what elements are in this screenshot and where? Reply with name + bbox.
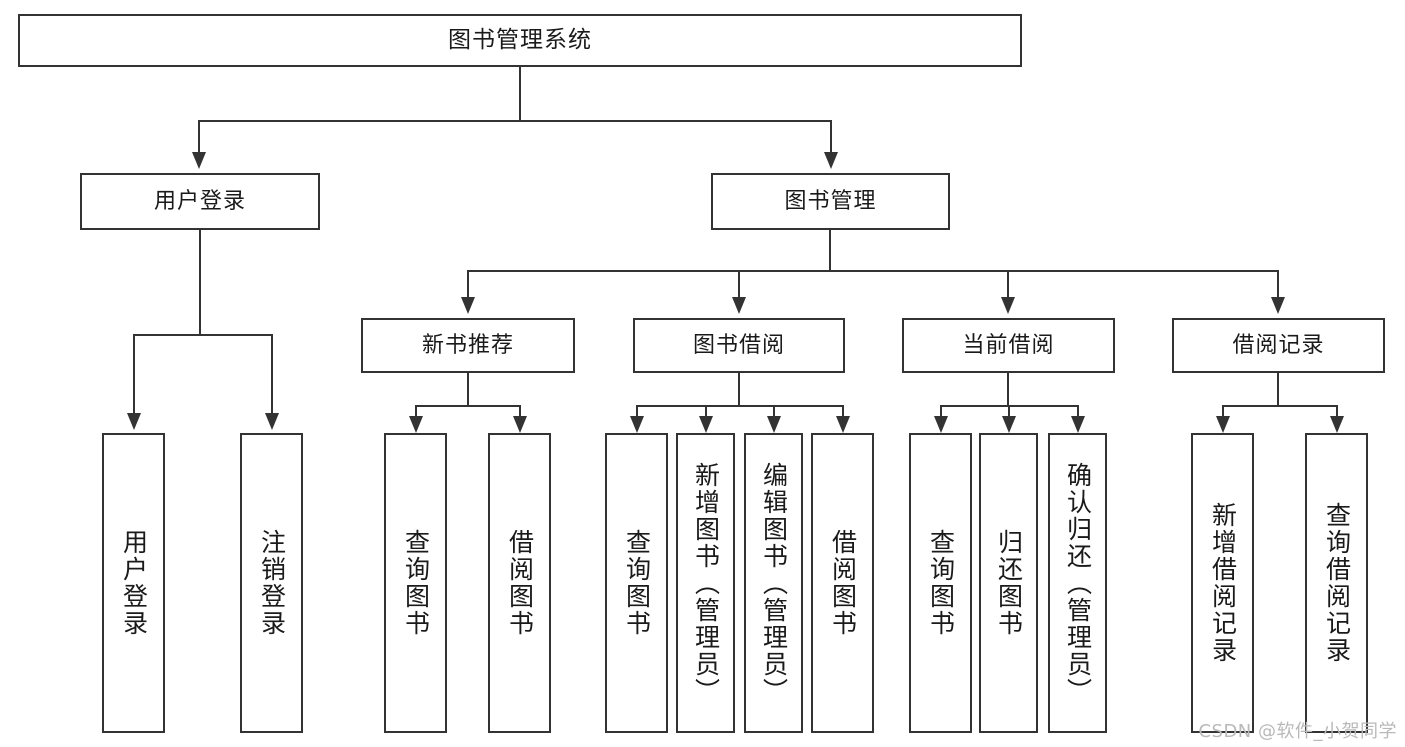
node-root-system[interactable]: 图书管理系统 [18,14,1022,67]
node-leaf-add-book[interactable]: 新增图书（管理员） [676,433,735,733]
arrowhead-leaf-query-book-1 [409,416,423,433]
node-label: 用户登录 [153,188,246,214]
node-label: 注销登录 [257,529,287,637]
arrowhead-current-borrow [1001,297,1015,314]
arrowhead-user-login [192,152,206,169]
connector-bm-drop-1 [467,270,469,300]
arrowhead-new-book-recommend [461,297,475,314]
node-label: 新增借阅记录 [1208,502,1238,664]
connector-user-login-drop-2 [271,334,273,416]
connector-root-bus [198,120,832,122]
connector-cb-stem [1007,373,1009,407]
arrowhead-leaf-edit-book [767,416,781,433]
connector-nbr-drop-2 [519,405,521,419]
node-leaf-return-book[interactable]: 归还图书 [979,433,1038,733]
connector-br-stem [1277,373,1279,407]
connector-root-stem [519,67,521,122]
node-label: 借阅图书 [505,529,535,637]
connector-user-login-drop-1 [133,334,135,416]
node-label: 图书管理系统 [448,27,592,54]
node-branch-user-login[interactable]: 用户登录 [80,173,320,230]
node-label: 查询图书 [622,529,652,637]
node-label: 当前借阅 [962,332,1055,358]
node-branch-book-management[interactable]: 图书管理 [711,173,950,230]
node-subbranch-current-borrow[interactable]: 当前借阅 [902,318,1115,373]
arrowhead-book-management [824,152,838,169]
node-label: 借阅记录 [1232,332,1325,358]
node-label: 新书推荐 [421,332,514,358]
connector-cb-drop-2 [1008,405,1010,419]
arrowhead-leaf-return-book [1002,416,1016,433]
connector-root-to-user-login [198,120,200,155]
connector-bm-drop-2 [738,270,740,300]
connector-bb-bus [636,405,842,407]
node-leaf-borrow-book-2[interactable]: 借阅图书 [811,433,874,733]
node-leaf-edit-book[interactable]: 编辑图书（管理员） [744,433,803,733]
arrowhead-leaf-borrow-book-1 [513,416,527,433]
node-leaf-query-book-3[interactable]: 查询图书 [909,433,972,733]
node-leaf-borrow-book-1[interactable]: 借阅图书 [488,433,551,733]
connector-bm-drop-4 [1277,270,1279,300]
node-subbranch-book-borrow[interactable]: 图书借阅 [633,318,845,373]
node-label: 归还图书 [994,529,1024,637]
arrowhead-borrow-record [1271,297,1285,314]
node-leaf-query-book-2[interactable]: 查询图书 [605,433,668,733]
node-label: 借阅图书 [828,529,858,637]
node-label: 查询图书 [401,529,431,637]
connector-br-drop-2 [1336,405,1338,419]
node-leaf-query-borrow-record[interactable]: 查询借阅记录 [1305,433,1368,733]
connector-nbr-drop-1 [415,405,417,419]
connector-bm-drop-3 [1007,270,1009,300]
connector-br-bus [1222,405,1336,407]
connector-bb-stem [738,373,740,407]
arrowhead-leaf-query-book-3 [934,416,948,433]
connector-book-management-bus [467,270,1279,272]
connector-cb-drop-3 [1077,405,1079,419]
node-subbranch-borrow-record[interactable]: 借阅记录 [1172,318,1385,373]
arrowhead-leaf-confirm-return [1071,416,1085,433]
arrowhead-leaf-user-login [127,413,141,430]
node-leaf-confirm-return[interactable]: 确认归还（管理员） [1048,433,1107,733]
node-label: 新增图书（管理员） [691,461,721,705]
node-label: 用户登录 [119,529,149,637]
node-leaf-query-book-1[interactable]: 查询图书 [384,433,447,733]
node-leaf-user-login[interactable]: 用户登录 [102,433,165,733]
connector-user-login-stem [199,230,201,336]
arrowhead-leaf-query-book-2 [630,416,644,433]
connector-root-to-book-management [830,120,832,155]
arrowhead-leaf-user-logout [265,413,279,430]
node-label: 图书管理 [784,188,877,214]
node-label: 编辑图书（管理员） [759,461,789,705]
connector-bb-drop-1 [636,405,638,419]
node-leaf-add-borrow-record[interactable]: 新增借阅记录 [1191,433,1254,733]
connector-bb-drop-3 [773,405,775,419]
connector-nbr-bus [415,405,519,407]
node-leaf-user-logout[interactable]: 注销登录 [240,433,303,733]
node-label: 确认归还（管理员） [1063,461,1093,705]
connector-bb-drop-2 [705,405,707,419]
connector-nbr-stem [467,373,469,407]
connector-user-login-bus [133,334,273,336]
node-subbranch-new-book-recommend[interactable]: 新书推荐 [361,318,575,373]
connector-book-management-stem [829,230,831,272]
connector-bb-drop-4 [842,405,844,419]
arrowhead-leaf-query-borrow-record [1330,416,1344,433]
arrowhead-book-borrow [732,297,746,314]
node-label: 图书借阅 [692,332,785,358]
arrowhead-leaf-add-book [699,416,713,433]
node-label: 查询借阅记录 [1322,502,1352,664]
connector-cb-drop-1 [940,405,942,419]
node-label: 查询图书 [926,529,956,637]
arrowhead-leaf-borrow-book-2 [836,416,850,433]
arrowhead-leaf-add-borrow-record [1216,416,1230,433]
connector-br-drop-1 [1222,405,1224,419]
